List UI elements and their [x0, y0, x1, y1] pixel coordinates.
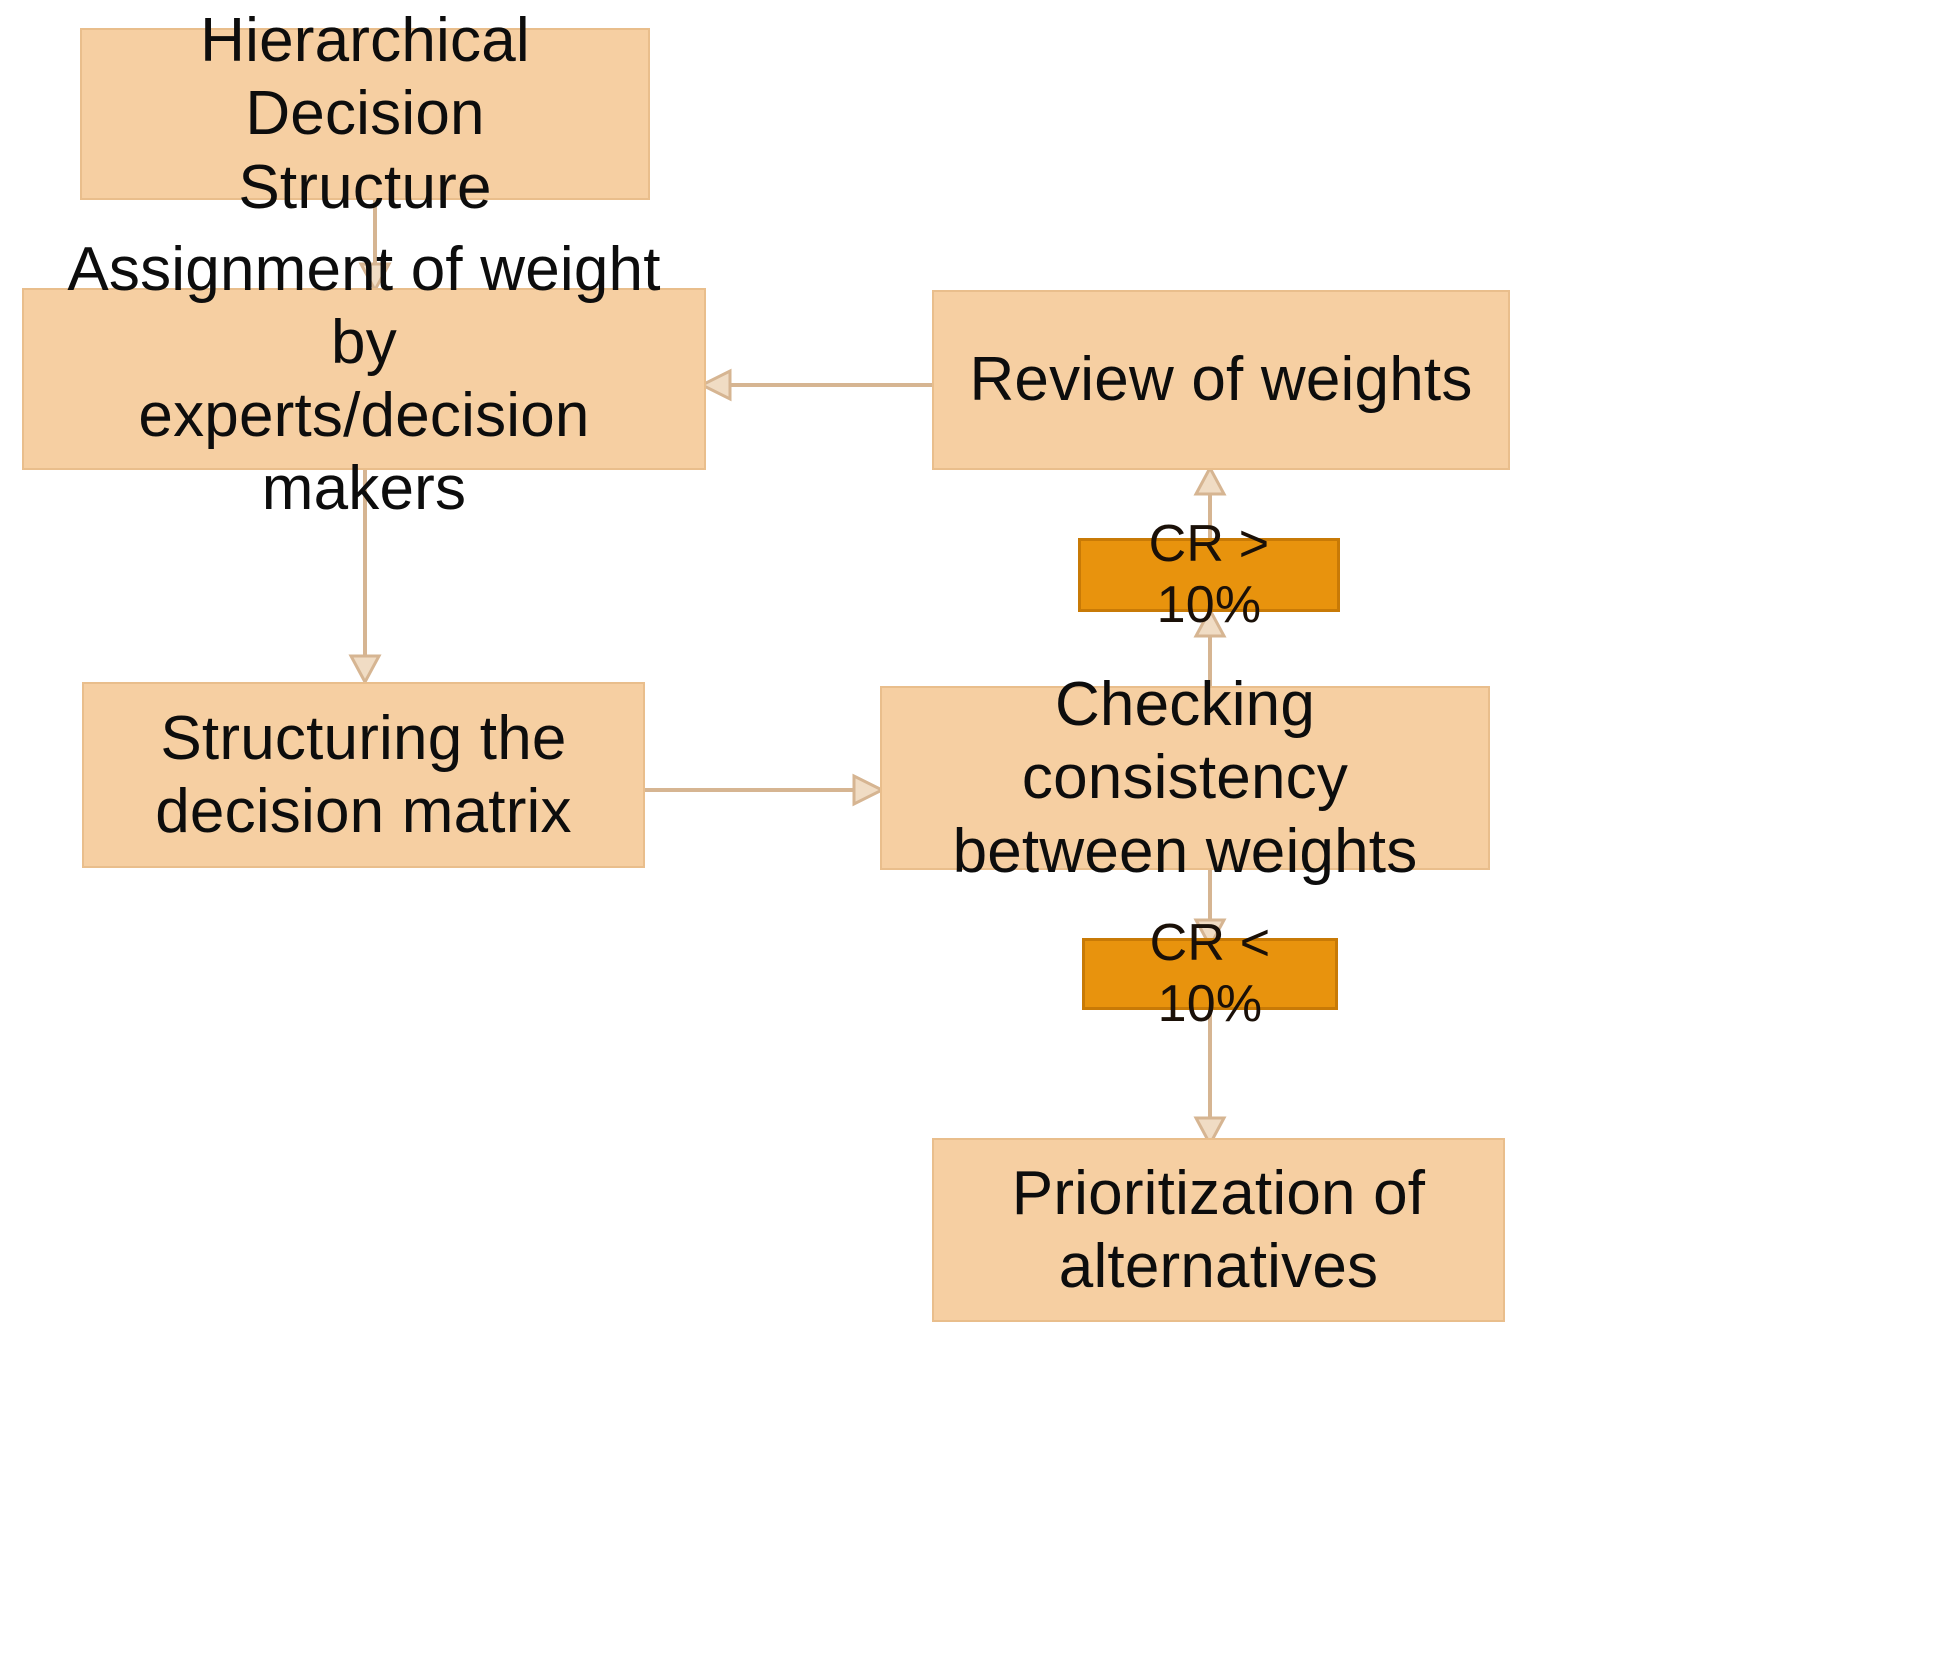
edge-structure-to-assignment: [330, 198, 420, 294]
node-review-of-weights[interactable]: Review of weights: [932, 290, 1510, 470]
node-cr-less-than-10[interactable]: CR < 10%: [1082, 914, 1338, 1033]
node-cr-greater-than-10[interactable]: CR > 10%: [1078, 515, 1340, 634]
node-label: Prioritization of alternatives: [1011, 1158, 1426, 1301]
node-hierarchical-decision-structure[interactable]: Hierarchical Decision Structure: [80, 6, 650, 222]
node-checking-consistency[interactable]: Checking consistency between weights: [880, 670, 1490, 886]
node-label: Checking consistency between weights: [952, 670, 1418, 886]
node-prioritization-of-alternatives[interactable]: Prioritization of alternatives: [932, 1138, 1505, 1322]
edge-checking-to-cr-high: [1165, 606, 1255, 692]
edge-review-to-assignment: [698, 340, 938, 430]
node-structuring-the-decision-matrix[interactable]: Structuring the decision matrix: [82, 682, 645, 868]
edge-assignment-to-matrix: [320, 468, 410, 688]
node-label: CR > 10%: [1148, 514, 1270, 634]
node-label: Hierarchical Decision Structure: [200, 6, 530, 222]
edge-cr-low-to-prioritization: [1165, 1006, 1255, 1148]
node-label: Structuring the decision matrix: [155, 703, 572, 846]
node-label: Review of weights: [969, 345, 1473, 415]
edge-matrix-to-checking: [643, 745, 888, 835]
node-label: CR < 10%: [1149, 913, 1271, 1033]
edge-cr-high-to-review: [1165, 464, 1255, 544]
node-assignment-of-weight[interactable]: Assignment of weight by experts/decision…: [22, 235, 706, 523]
edge-checking-to-cr-low: [1165, 866, 1255, 950]
node-label: Assignment of weight by experts/decision…: [67, 234, 661, 524]
